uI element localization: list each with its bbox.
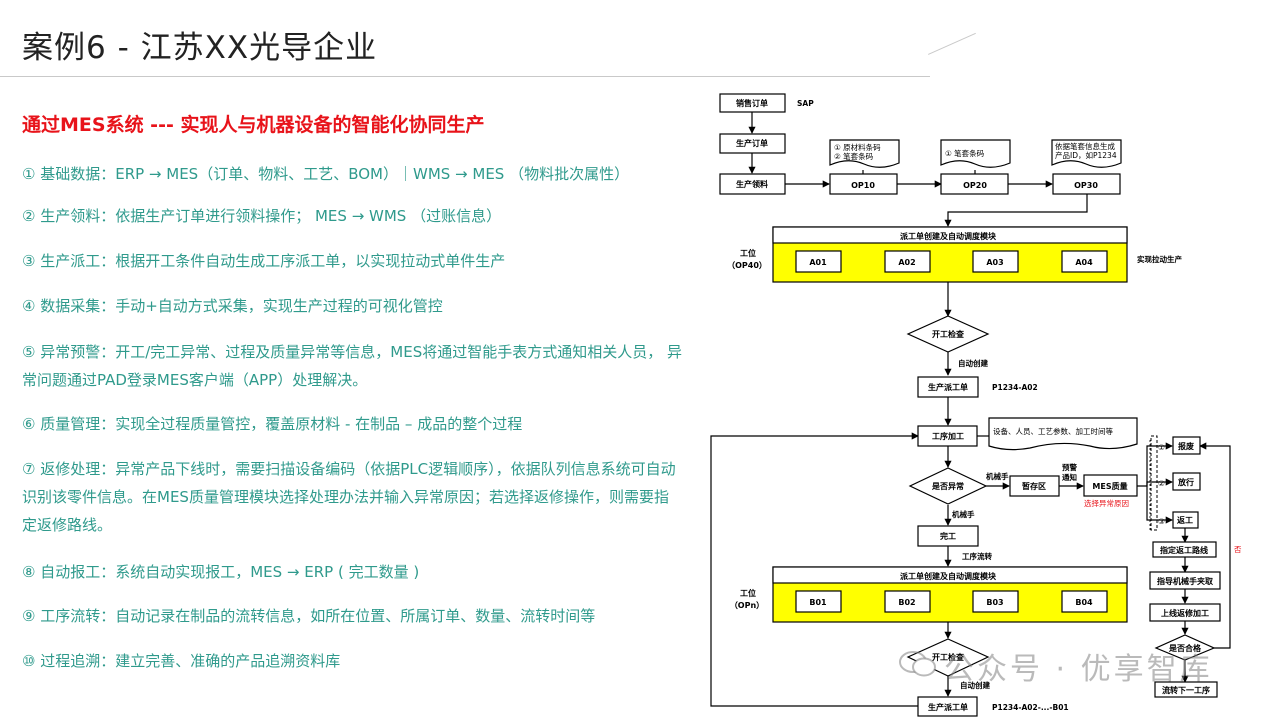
- sales-order-label: 销售订单: [736, 98, 768, 108]
- op40-station-label: （OP40）: [727, 260, 767, 270]
- wo-id1-label: P1234-A02: [992, 383, 1038, 392]
- process-note-shape: [988, 417, 1138, 451]
- mes-quality-label: MES质量: [1092, 481, 1127, 491]
- note2-shape: [940, 139, 1011, 168]
- sap-label: SAP: [797, 99, 814, 108]
- start-check-label: 开工检查: [932, 329, 965, 339]
- select-reason-label: 选择异常原因: [1084, 498, 1129, 508]
- title-divider: [0, 76, 930, 77]
- op10-box: [829, 173, 898, 195]
- list-item: ⑩ 过程追溯：建立完善、准确的产品追溯资料库: [22, 652, 341, 670]
- op10-label: OP10: [851, 181, 875, 190]
- circle2-label: ②: [1158, 479, 1165, 488]
- note1-line1: ① 原材料条码: [834, 142, 881, 152]
- start-check-diamond: [906, 315, 990, 353]
- prod-pick-box: [719, 173, 786, 195]
- a01-label: A01: [809, 258, 827, 267]
- robot-arm2-label: 机械手: [952, 509, 975, 519]
- list-item: ⑦ 返修处理：异常产品下线时，需要扫描设备编码（依据PLC逻辑顺序），依据队列信…: [22, 460, 676, 534]
- b03-label: B03: [986, 598, 1003, 607]
- process-label: 工序加工: [932, 431, 964, 441]
- process-note-text: 设备、人员、工艺参数、加工时间等: [993, 426, 1113, 436]
- finish-box: [917, 525, 979, 547]
- buffer-label: 暂存区: [1022, 481, 1046, 491]
- work-order-label: 生产派工单: [928, 382, 968, 392]
- watermark: 公众号 · 优享智库: [944, 652, 1213, 687]
- release-label: 放行: [1177, 477, 1194, 487]
- prod-pick-label: 生产领料: [736, 179, 768, 189]
- station-label-2: 工位: [740, 588, 756, 598]
- note3-shape: [1051, 139, 1122, 168]
- work-order-label-2: 生产派工单: [928, 702, 968, 712]
- mes-quality-box: [1083, 474, 1138, 497]
- warn-line2: 通知: [1062, 472, 1077, 482]
- b02-label: B02: [898, 598, 915, 607]
- a02-label: A02: [898, 258, 915, 267]
- work-order-box: [917, 376, 979, 398]
- list-item: ⑨ 工序流转：自动记录在制品的流转信息，如所在位置、所属订单、数量、流转时间等: [22, 607, 596, 625]
- next-proc-label: 流转下一工序: [1162, 685, 1210, 695]
- prod-order-box: [719, 133, 786, 154]
- wo-id2-label: P1234-A02-...-B01: [992, 703, 1069, 712]
- note3-line2: 产品ID，如P1234: [1055, 150, 1117, 160]
- abnormal-label: 是否异常: [931, 481, 964, 491]
- op30-box: [1052, 173, 1121, 195]
- a03-label: A03: [986, 258, 1003, 267]
- list-item: ⑥ 质量管理：实现全过程质量管控，覆盖原材料 - 在制品 – 成品的整个过程: [22, 415, 523, 433]
- note1-shape: [829, 139, 900, 168]
- circle1-label: ①: [1158, 443, 1165, 452]
- guide-robot-label: 指导机械手夹取: [1157, 576, 1213, 586]
- route-label: 指定返工路线: [1160, 545, 1208, 555]
- note1-line2: ② 笔套条码: [834, 151, 874, 161]
- is-ok-label: 是否合格: [1168, 643, 1202, 653]
- auto-create-label: 自动创建: [958, 358, 988, 368]
- dispatch-module-label: 派工单创建及自动调度模块: [900, 231, 997, 241]
- note3-line1: 依据笔套信息生成: [1055, 141, 1115, 151]
- list-item: ② 生产领料：依据生产订单进行领料操作； MES → WMS （过账信息）: [22, 207, 502, 225]
- dispatch-module-label-2: 派工单创建及自动调度模块: [900, 571, 997, 581]
- auto-create2-label: 自动创建: [960, 680, 990, 690]
- scrap-label: 报废: [1178, 441, 1194, 451]
- circle3-label: ③: [1158, 517, 1165, 526]
- start-check-label-2: 开工检查: [932, 652, 965, 662]
- online-repair-label: 上线返修加工: [1161, 608, 1209, 618]
- list-item: ⑤ 异常预警：开工/完工异常、过程及质量异常等信息，MES将通过智能手表方式通知…: [22, 343, 682, 389]
- op20-label: OP20: [963, 181, 987, 190]
- buffer-box: [1009, 475, 1060, 497]
- a04-label: A04: [1075, 258, 1093, 267]
- flow-label: 工序流转: [962, 551, 992, 561]
- warn-line1: 预警: [1062, 462, 1078, 472]
- page-subtitle: 通过MES系统 --- 实现人与机器设备的智能化协同生产: [22, 114, 485, 136]
- list-item: ① 基础数据：ERP → MES（订单、物料、工艺、BOM）｜WMS → MES…: [22, 165, 630, 183]
- process-box: [917, 425, 978, 447]
- list-item: ⑧ 自动报工：系统自动实现报工，MES → ERP ( 完工数量 ): [22, 563, 420, 581]
- op20-box: [940, 173, 1009, 195]
- station-label: 工位: [740, 248, 756, 258]
- no-label: 否: [1234, 545, 1242, 554]
- page-title: 案例6 - 江苏XX光导企业: [22, 30, 378, 66]
- list-item: ③ 生产派工：根据开工条件自动生成工序派工单，以实现拉动式单件生产: [22, 252, 506, 270]
- opn-station-label: （OPn）: [730, 600, 764, 610]
- b01-label: B01: [809, 598, 827, 607]
- prod-order-label: 生产订单: [736, 138, 768, 148]
- pull-prod-label: 实现拉动生产: [1137, 254, 1182, 264]
- rework-label: 返工: [1177, 515, 1193, 525]
- op30-label: OP30: [1074, 181, 1098, 190]
- sales-order-box: [719, 93, 786, 113]
- b04-label: B04: [1075, 598, 1093, 607]
- abnormal-diamond: [908, 467, 988, 505]
- list-item: ④ 数据采集：手动+自动方式采集，实现生产过程的可视化管控: [22, 297, 443, 315]
- finish-label: 完工: [940, 531, 956, 541]
- robot-arm-label: 机械手: [986, 471, 1009, 481]
- wechat-icon: [899, 651, 936, 677]
- note2-text: ① 笔套条码: [945, 148, 985, 158]
